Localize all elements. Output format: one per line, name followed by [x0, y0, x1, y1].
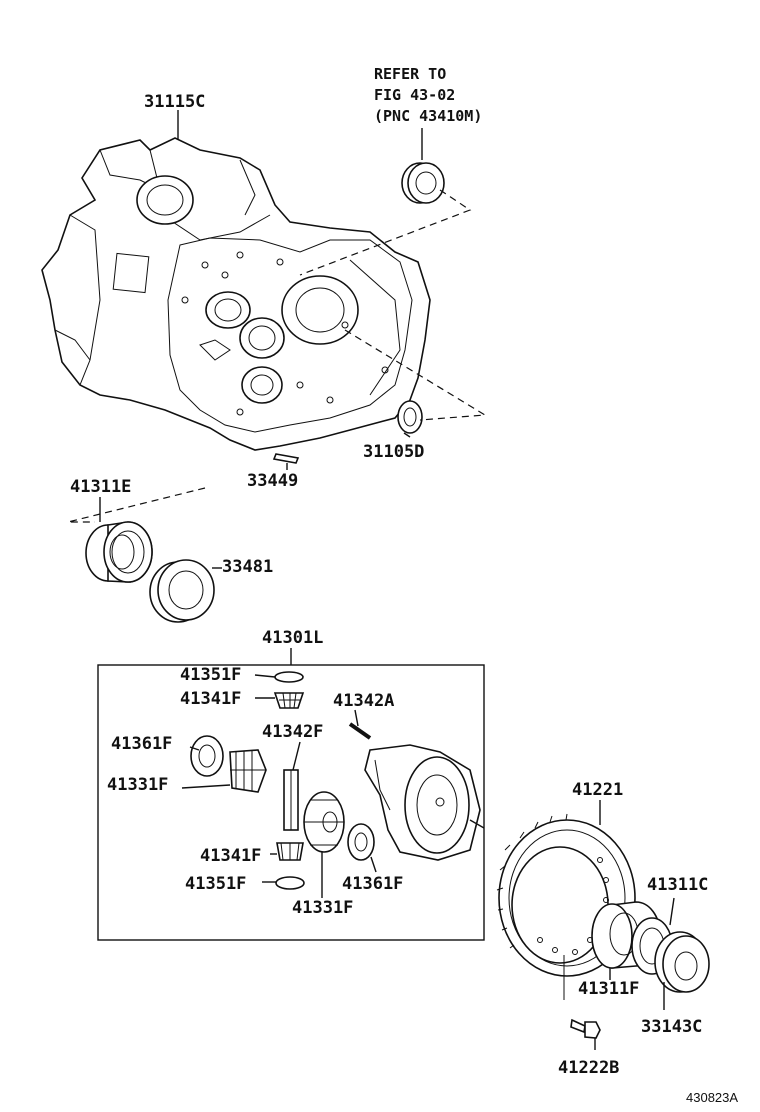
- label-gear-bottom: 41341F: [200, 846, 261, 866]
- shim-33481-part: [149, 559, 222, 623]
- label-bearing-left: 41311E: [70, 477, 131, 497]
- side-gear-right-part: [303, 791, 345, 898]
- pin-41342a-part: [348, 709, 372, 740]
- label-bearing-right-f: 41311F: [578, 979, 639, 999]
- diff-case-part: [364, 744, 485, 861]
- transaxle-case-drawing: [41, 110, 431, 451]
- plate-33449-part: [272, 453, 300, 470]
- label-washer-top: 41351F: [180, 665, 241, 685]
- label-thrust-right: 41361F: [342, 874, 403, 894]
- label-case: 31115C: [144, 92, 205, 112]
- oil-seal-31105d-part: [344, 329, 487, 438]
- pinion-gear-bottom-part: [270, 842, 304, 861]
- label-thrust-left: 41361F: [111, 734, 172, 754]
- label-refer-line2: FIG 43-02: [374, 86, 455, 104]
- label-diff-assy: 41301L: [262, 628, 323, 648]
- washer-bottom-part: [262, 876, 305, 890]
- label-plate: 33449: [247, 471, 298, 491]
- label-bearing-right-c: 41311C: [647, 875, 708, 895]
- shim-33143c-part: [654, 931, 710, 1010]
- thrust-washer-right-part: [347, 823, 377, 873]
- ring-gear-part: [496, 800, 636, 1000]
- label-refer-line1: REFER TO: [374, 65, 446, 83]
- figure-code: 430823A: [686, 1090, 738, 1105]
- label-shim-right: 33143C: [641, 1017, 702, 1037]
- bearing-41311e-part: [67, 487, 206, 583]
- pinion-gear-top-part: [255, 692, 305, 709]
- side-gear-left-part: [181, 749, 267, 793]
- label-gear-top: 41341F: [180, 689, 241, 709]
- label-washer-bottom: 41351F: [185, 874, 246, 894]
- label-seal-right: 31105D: [363, 442, 424, 462]
- label-refer-line3: (PNC 43410M): [374, 107, 482, 125]
- label-bolt: 41222B: [558, 1058, 619, 1078]
- oil-seal-refer-part: [299, 128, 472, 276]
- pinion-shaft-part: [283, 741, 301, 831]
- label-side-gear-right: 41331F: [292, 898, 353, 918]
- label-pin: 41342A: [333, 691, 394, 711]
- label-side-gear-left: 41331F: [107, 775, 168, 795]
- label-shaft: 41342F: [262, 722, 323, 742]
- label-shim-left: 33481: [222, 557, 273, 577]
- label-ring-gear: 41221: [572, 780, 623, 800]
- washer-top-part: [254, 671, 304, 683]
- thrust-washer-left-part: [189, 735, 224, 777]
- bolt-41222b-part: [570, 1018, 601, 1050]
